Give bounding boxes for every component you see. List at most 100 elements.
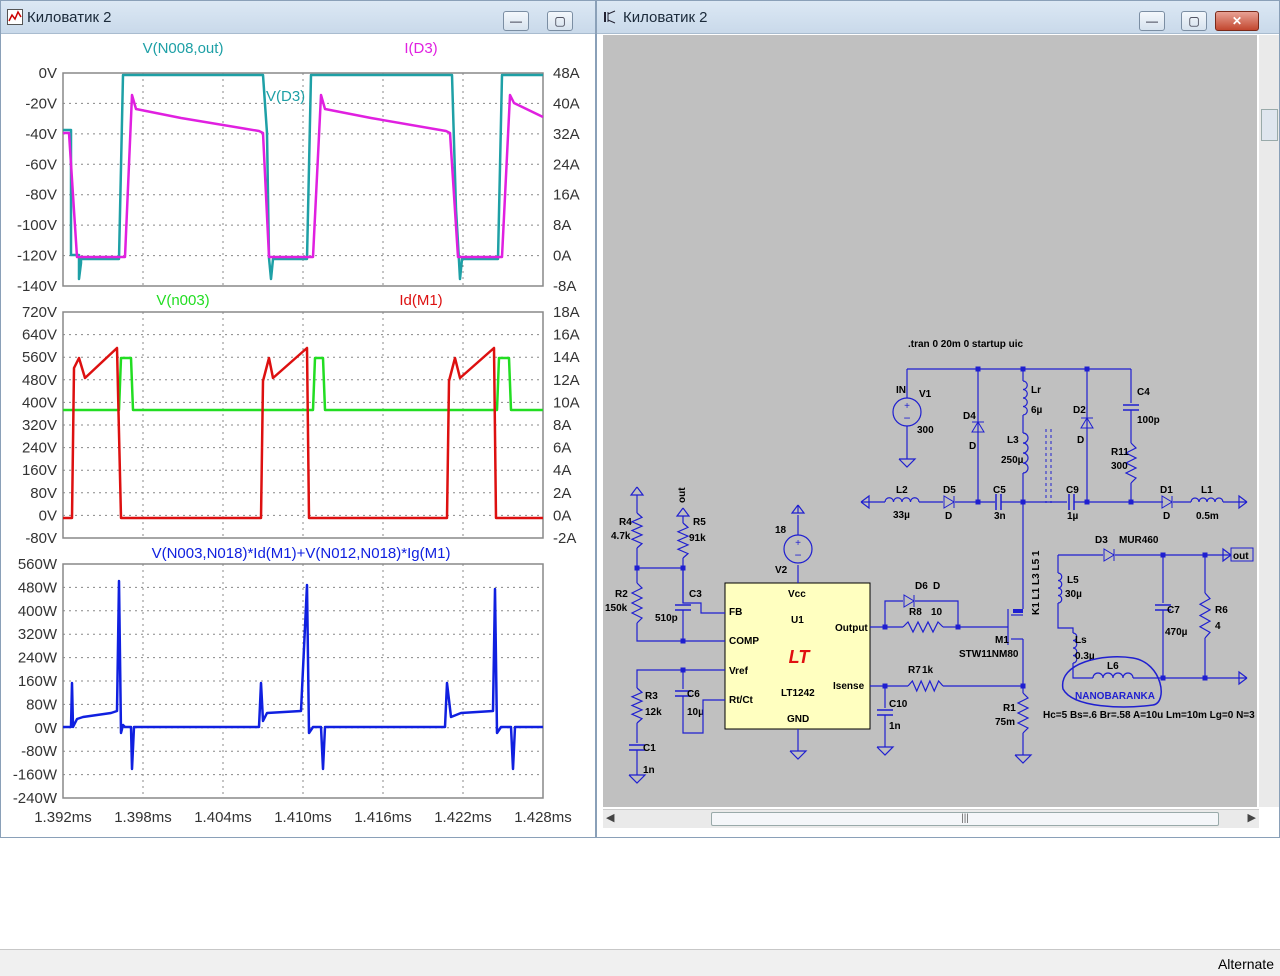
schematic-app-icon [604,10,616,24]
close-button[interactable]: ✕ [1215,11,1259,31]
y2-tick-label: 8A [553,217,571,234]
y-tick-label: 720V [22,304,57,321]
waveform-plot-area[interactable]: 0V-20V-40V-60V-80V-100V-120V-140V48A40A3… [1,33,595,837]
component-label: C1 [643,743,656,754]
u1-pin-label: COMP [729,636,759,647]
component-label: R4 [619,517,632,528]
component-label: 6µ [1031,405,1043,416]
coupling-statement: K1 L1 L3 L5 1 [1031,550,1042,615]
wire [636,669,725,688]
junction-dot [882,683,888,689]
component-label: C4 [1137,387,1150,398]
ground-symbol [898,458,917,468]
component-label: 510p [655,613,678,624]
y-tick-label: 320V [22,417,57,434]
y-tick-label: 320W [18,626,58,643]
u1-ic-body [724,582,871,730]
r1-resistor-symbol [1016,692,1030,734]
maximize-button[interactable]: ▢ [1181,11,1207,31]
component-label: 300 [917,425,934,436]
horizontal-scrollbar[interactable]: ◀ ||| ▶ [603,809,1259,828]
maximize-button[interactable]: ▢ [547,11,573,31]
trace-v-n008-out [63,73,543,281]
y-tick-label: 80V [30,485,57,502]
y2-tick-label: 10A [553,394,580,411]
y-tick-label: -80V [25,530,57,547]
component-label: C7 [1167,605,1180,616]
u1-pin-label: FB [729,607,742,618]
wire [870,600,903,628]
u1-pin-label: GND [787,714,809,725]
component-label: L2 [896,485,908,496]
component-label: D6 [915,581,928,592]
y-tick-label: -240W [13,790,58,807]
component-label: D [1163,511,1170,522]
trace-power-m1 [63,579,543,771]
x-tick-label: 1.416ms [354,809,412,826]
u1-pin-label: Isense [833,681,865,692]
scroll-right-arrow-icon[interactable]: ▶ [1247,812,1256,824]
schematic-window-titlebar[interactable]: Киловатик 2 — ▢ ✕ [597,1,1279,34]
component-label: D [969,441,976,452]
trace-i-d3 [63,93,544,259]
minimize-button[interactable]: — [503,11,529,31]
junction-dot [1020,366,1026,372]
ground-symbol [1014,754,1033,764]
y-tick-label: -100V [17,217,57,234]
ls-inductor-symbol [1072,632,1078,664]
y-tick-label: -20V [25,95,57,112]
trace-v-n003 [63,356,543,412]
y2-tick-label: 24A [553,156,580,173]
component-label: 10 [931,607,943,618]
net-flag-out [1230,547,1254,562]
r11-resistor-symbol [1124,442,1138,484]
y-tick-label: 640V [22,327,57,344]
component-label: Ls [1075,635,1087,646]
net-label-out: out [677,487,688,503]
v1-source-symbol-minus: − [903,411,910,425]
hscroll-thumb[interactable]: ||| [711,812,1219,826]
component-label: D5 [943,485,956,496]
scroll-left-arrow-icon[interactable]: ◀ [606,812,615,824]
junction-dot [882,624,888,630]
r5-resistor-symbol [676,522,690,559]
x-tick-label: 1.404ms [194,809,252,826]
u1-pin-label: Vcc [788,589,806,600]
component-label: MUR460 [1119,535,1159,546]
d2-diode-symbol [1080,417,1094,429]
y2-tick-label: 18A [553,304,580,321]
lt-logo-icon: LT [789,647,812,667]
x-tick-label: 1.410ms [274,809,332,826]
schematic-window: Киловатик 2 — ▢ ✕ .tran 0 20m 0 startup … [596,0,1280,838]
waveform-app-icon [7,9,23,25]
ground-symbol [789,750,808,760]
vertical-scrollbar[interactable] [1259,35,1279,807]
minimize-button[interactable]: — [1139,11,1165,31]
component-label: 30µ [1065,589,1082,600]
component-label: 1k [922,665,934,676]
component-label: 250µ [1001,455,1024,466]
l2-inductor-symbol [884,497,920,503]
spice-directive: .tran 0 20m 0 startup uic [908,339,1023,350]
v2-source-symbol-plus: + [795,538,801,549]
y-tick-label: 560V [22,349,57,366]
component-label: D1 [1160,485,1173,496]
y2-tick-label: 16A [553,327,580,344]
component-label: R2 [615,589,628,600]
port-flag [629,486,645,496]
u1-pin-label: Rt/Ct [729,695,754,706]
schematic-window-title: Киловатик 2 [623,9,708,26]
y-tick-label: 240V [22,440,57,457]
component-label: C3 [689,589,702,600]
r3-resistor-symbol [630,687,644,724]
y2-tick-label: -8A [553,278,576,295]
component-label: R8 [909,607,922,618]
y-tick-label: 400V [22,394,57,411]
ground-symbol [876,746,895,756]
plot-window-titlebar[interactable]: Киловатик 2 — ▢ [1,1,595,34]
component-label: U1 [791,615,804,626]
y2-tick-label: 16A [553,187,580,204]
vscroll-thumb[interactable] [1261,109,1278,141]
